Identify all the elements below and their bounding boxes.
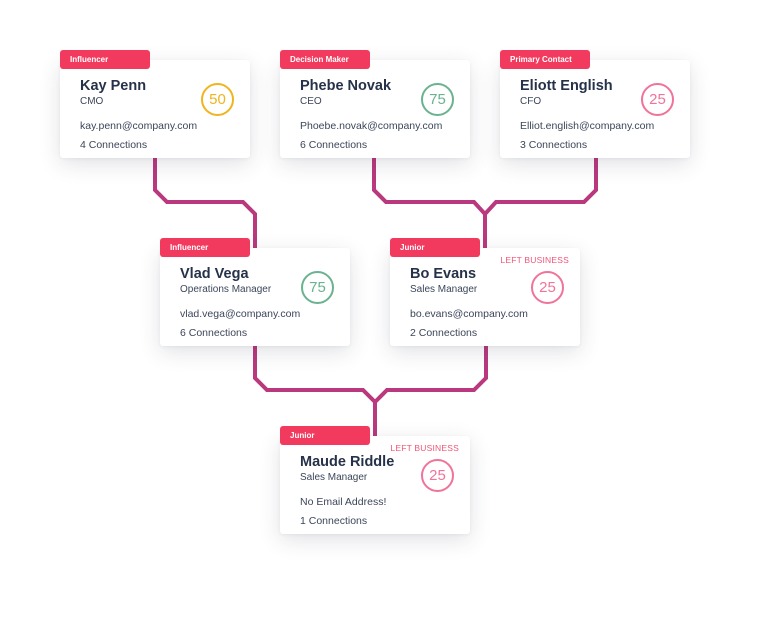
connections-count: 6 Connections [180,327,248,339]
contact-email[interactable]: vlad.vega@company.com [180,308,301,320]
role-tag: Influencer [60,50,150,69]
contact-title: CFO [520,96,542,107]
connections-count: 6 Connections [300,139,368,151]
contact-title: Sales Manager [410,284,478,295]
connector-phebe-to-bo [372,158,487,248]
contact-card-phebe-novak[interactable]: Decision Maker Phebe Novak CEO Phoebe.no… [280,50,470,158]
score-badge: 75 [421,83,454,116]
left-business-label: LEFT BUSINESS [390,443,459,453]
contact-name: Kay Penn [80,78,147,94]
contact-card-maude-riddle[interactable]: Junior LEFT BUSINESS Maude Riddle Sales … [280,426,470,534]
connections-count: 1 Connections [300,515,368,527]
score-badge: 50 [201,83,234,116]
score-badge: 75 [301,271,334,304]
connections-count: 4 Connections [80,139,148,151]
left-business-label: LEFT BUSINESS [500,255,569,265]
contact-name: Eliott English [520,78,613,94]
contact-name: Maude Riddle [300,454,395,470]
contact-email[interactable]: kay.penn@company.com [80,120,198,132]
connector-kay-to-vlad [153,158,257,248]
contact-card-vlad-vega[interactable]: Influencer Vlad Vega Operations Manager … [160,238,350,346]
role-tag: Primary Contact [500,50,590,69]
contact-card-kay-penn[interactable]: Influencer Kay Penn CMO kay.penn@company… [60,50,250,158]
contact-email[interactable]: bo.evans@company.com [410,308,528,320]
contact-name: Phebe Novak [300,78,392,94]
contact-card-eliott-english[interactable]: Primary Contact Eliott English CFO Ellio… [500,50,690,158]
contact-title: Operations Manager [180,284,272,295]
role-tag: Junior [390,238,480,257]
connector-bo-to-maude [373,346,488,404]
contact-email[interactable]: Elliot.english@company.com [520,120,655,132]
score-badge: 25 [531,271,564,304]
contact-title: CEO [300,96,322,107]
role-tag: Junior [280,426,370,445]
contact-card-bo-evans[interactable]: Junior LEFT BUSINESS Bo Evans Sales Mana… [390,238,580,346]
role-tag: Decision Maker [280,50,370,69]
contact-email[interactable]: Phoebe.novak@company.com [300,120,443,132]
connections-count: 3 Connections [520,139,588,151]
contact-email: No Email Address! [300,496,387,508]
contact-title: CMO [80,96,104,107]
connector-vlad-to-maude [253,346,377,436]
contact-title: Sales Manager [300,472,368,483]
contact-name: Bo Evans [410,266,477,282]
score-badge: 25 [421,459,454,492]
connections-count: 2 Connections [410,327,478,339]
connector-eliott-to-bo [483,158,598,216]
contact-name: Vlad Vega [180,266,249,282]
score-badge: 25 [641,83,674,116]
role-tag: Influencer [160,238,250,257]
